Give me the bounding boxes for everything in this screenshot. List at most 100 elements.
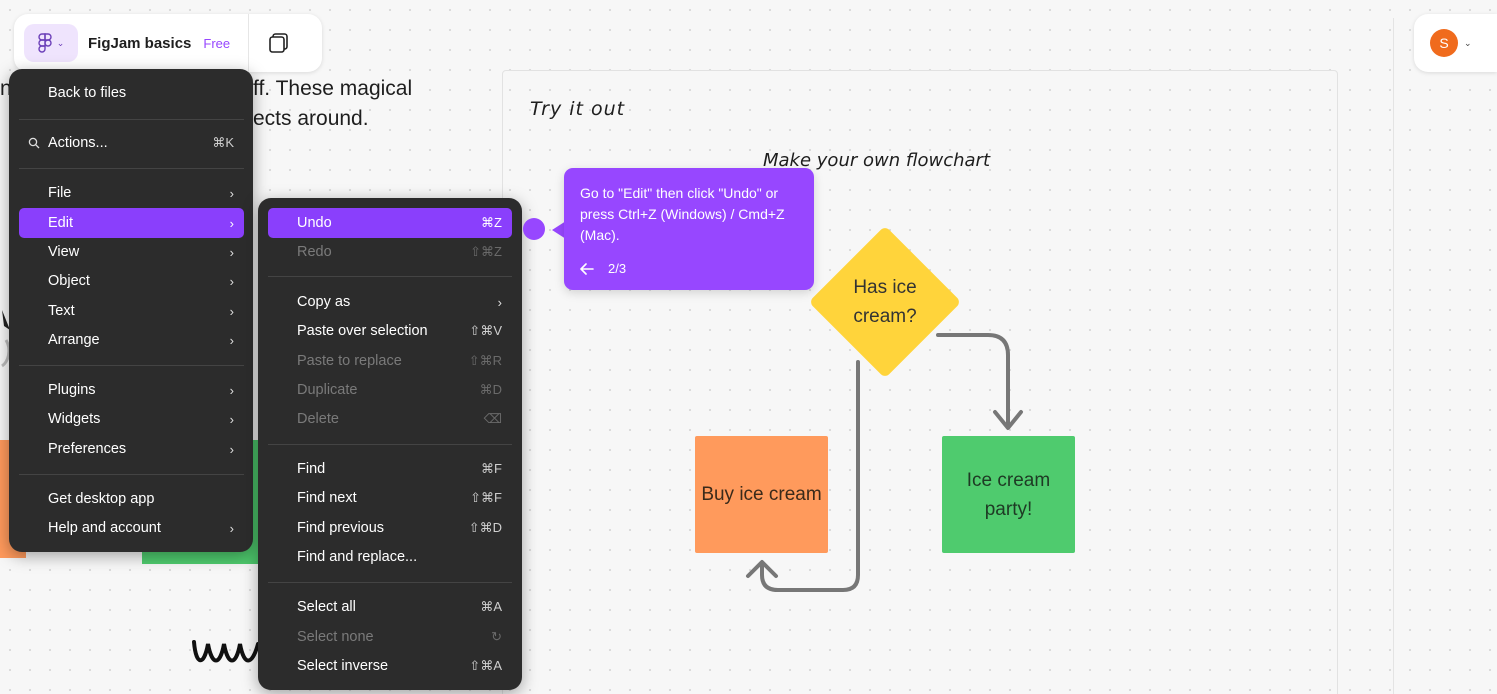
plan-badge[interactable]: Free xyxy=(203,35,231,51)
menu-item-widgets[interactable]: Widgets › xyxy=(19,404,244,434)
squiggle-drawing[interactable] xyxy=(190,630,262,670)
menu-item-label: Paste to replace xyxy=(297,353,402,369)
chevron-right-icon: › xyxy=(497,294,502,310)
board-divider xyxy=(1393,18,1394,694)
backspace-icon: ⌫ xyxy=(483,411,502,426)
menu-item-paste-to-replace[interactable]: Paste to replace⇧⌘R xyxy=(268,346,512,376)
menu-item-redo[interactable]: Redo ⇧⌘Z xyxy=(268,237,512,267)
menu-item-label: Find previous xyxy=(297,520,385,536)
chevron-right-icon: › xyxy=(229,411,234,427)
refresh-icon: ↻ xyxy=(491,629,502,644)
chevron-right-icon: › xyxy=(229,382,234,398)
menu-item-label: Redo xyxy=(297,244,332,260)
shortcut-label: ⇧⌘F xyxy=(470,490,502,505)
menu-item-label: Undo xyxy=(297,215,332,231)
menu-item-find-previous[interactable]: Find previous ⇧⌘D xyxy=(268,513,512,543)
top-toolbar: ⌄ FigJam basics Free xyxy=(14,14,322,72)
menu-item-text[interactable]: Text › xyxy=(19,296,244,326)
menu-item-select-all[interactable]: Select all⌘A xyxy=(268,592,512,622)
tooltip-text: Go to "Edit" then click "Undo" or press … xyxy=(580,185,785,243)
menu-item-select-inverse[interactable]: Select inverse⇧⌘A xyxy=(268,651,512,681)
main-menu: Back to files Actions... ⌘K File› Edit› … xyxy=(9,69,253,552)
menu-separator xyxy=(19,119,244,120)
menu-item-paste-over-selection[interactable]: Paste over selection⇧⌘V xyxy=(268,316,512,346)
chevron-right-icon: › xyxy=(229,441,234,457)
chevron-down-icon: ⌄ xyxy=(56,37,65,48)
menu-item-label: Select none xyxy=(297,629,374,645)
chevron-right-icon: › xyxy=(229,244,234,260)
menu-separator xyxy=(19,365,244,366)
menu-item-delete[interactable]: Delete ⌫ xyxy=(268,404,512,434)
menu-item-label: Actions... xyxy=(48,135,108,151)
menu-item-view[interactable]: View › xyxy=(19,237,244,267)
menu-item-label: Widgets xyxy=(48,411,101,427)
chevron-right-icon: › xyxy=(229,185,234,201)
chevron-right-icon: › xyxy=(229,520,234,536)
menu-item-object[interactable]: Object› xyxy=(19,266,244,296)
menu-item-label: File xyxy=(48,185,72,201)
file-title[interactable]: FigJam basics xyxy=(88,34,192,52)
chevron-right-icon: › xyxy=(229,215,234,231)
shortcut-label: ⌘F xyxy=(481,461,502,476)
menu-item-label: View xyxy=(48,244,80,260)
menu-item-label: Delete xyxy=(297,411,339,427)
menu-separator xyxy=(268,276,512,277)
bg-text-fragment: n xyxy=(0,77,12,100)
flow-connectors[interactable] xyxy=(740,330,1040,600)
main-menu-button[interactable]: ⌄ xyxy=(24,24,78,62)
menu-item-undo[interactable]: Undo⌘Z xyxy=(268,208,512,238)
shortcut-label: ⇧⌘Z xyxy=(470,244,502,259)
menu-item-label: Object xyxy=(48,273,90,289)
pages-icon[interactable] xyxy=(267,31,291,55)
menu-separator xyxy=(268,444,512,445)
menu-item-label: Duplicate xyxy=(297,382,358,398)
menu-item-label: Back to files xyxy=(48,85,127,101)
arrow-left-icon[interactable] xyxy=(580,262,594,275)
sticky-ice-cream-party[interactable]: Ice cream party! xyxy=(942,436,1075,553)
menu-item-actions[interactable]: Actions... ⌘K xyxy=(19,128,244,158)
menu-item-duplicate[interactable]: Duplicate⌘D xyxy=(268,375,512,405)
figma-logo-icon xyxy=(38,33,52,53)
sticky-buy-ice-cream[interactable]: Buy ice cream xyxy=(695,436,828,553)
menu-item-plugins[interactable]: Plugins › xyxy=(19,375,244,405)
menu-item-help-and-account[interactable]: Help and account › xyxy=(19,513,244,543)
menu-separator xyxy=(19,168,244,169)
flowchart-title: Make your own flowchart xyxy=(763,150,990,171)
menu-item-file[interactable]: File › xyxy=(19,178,244,208)
menu-item-label: Get desktop app xyxy=(48,491,155,507)
menu-separator xyxy=(268,582,512,583)
tooltip-pointer xyxy=(552,221,566,239)
shortcut-label: ⌘A xyxy=(480,599,502,614)
bg-text-fragment: ects around. xyxy=(253,107,369,130)
menu-item-find-next[interactable]: Find next⇧⌘F xyxy=(268,483,512,513)
guide-tooltip: Go to "Edit" then click "Undo" or press … xyxy=(564,168,814,290)
avatar[interactable]: S xyxy=(1430,29,1458,57)
tooltip-step-counter: 2/3 xyxy=(608,261,627,276)
chevron-right-icon: › xyxy=(229,332,234,348)
menu-item-get-desktop-app[interactable]: Get desktop app xyxy=(19,484,244,514)
menu-item-label: Help and account xyxy=(48,520,161,536)
menu-item-back-to-files[interactable]: Back to files xyxy=(19,78,244,108)
decision-diamond-label: Has ice cream? xyxy=(853,277,917,327)
chevron-right-icon: › xyxy=(229,303,234,319)
menu-item-label: Text xyxy=(48,303,75,319)
menu-item-label: Arrange xyxy=(48,332,100,348)
menu-item-label: Plugins xyxy=(48,382,96,398)
search-icon xyxy=(28,137,40,149)
chevron-down-icon: ⌄ xyxy=(1464,37,1472,48)
menu-item-find[interactable]: Find⌘F xyxy=(268,454,512,484)
shortcut-label: ⌘K xyxy=(212,135,234,150)
menu-item-find-and-replace[interactable]: Find and replace... xyxy=(268,542,512,572)
menu-item-preferences[interactable]: Preferences › xyxy=(19,434,244,464)
section-label: Try it out xyxy=(530,98,626,120)
menu-separator xyxy=(19,474,244,475)
guide-hotspot-dot[interactable] xyxy=(523,218,545,240)
menu-item-copy-as[interactable]: Copy as› xyxy=(268,287,512,317)
menu-item-label: Preferences xyxy=(48,441,127,457)
shortcut-label: ⇧⌘D xyxy=(468,520,502,535)
menu-item-arrange[interactable]: Arrange › xyxy=(19,325,244,355)
menu-item-label: Paste over selection xyxy=(297,323,428,339)
user-menu[interactable]: S ⌄ xyxy=(1414,14,1497,72)
menu-item-edit[interactable]: Edit› xyxy=(19,208,244,238)
menu-item-select-none[interactable]: Select none ↻ xyxy=(268,622,512,652)
